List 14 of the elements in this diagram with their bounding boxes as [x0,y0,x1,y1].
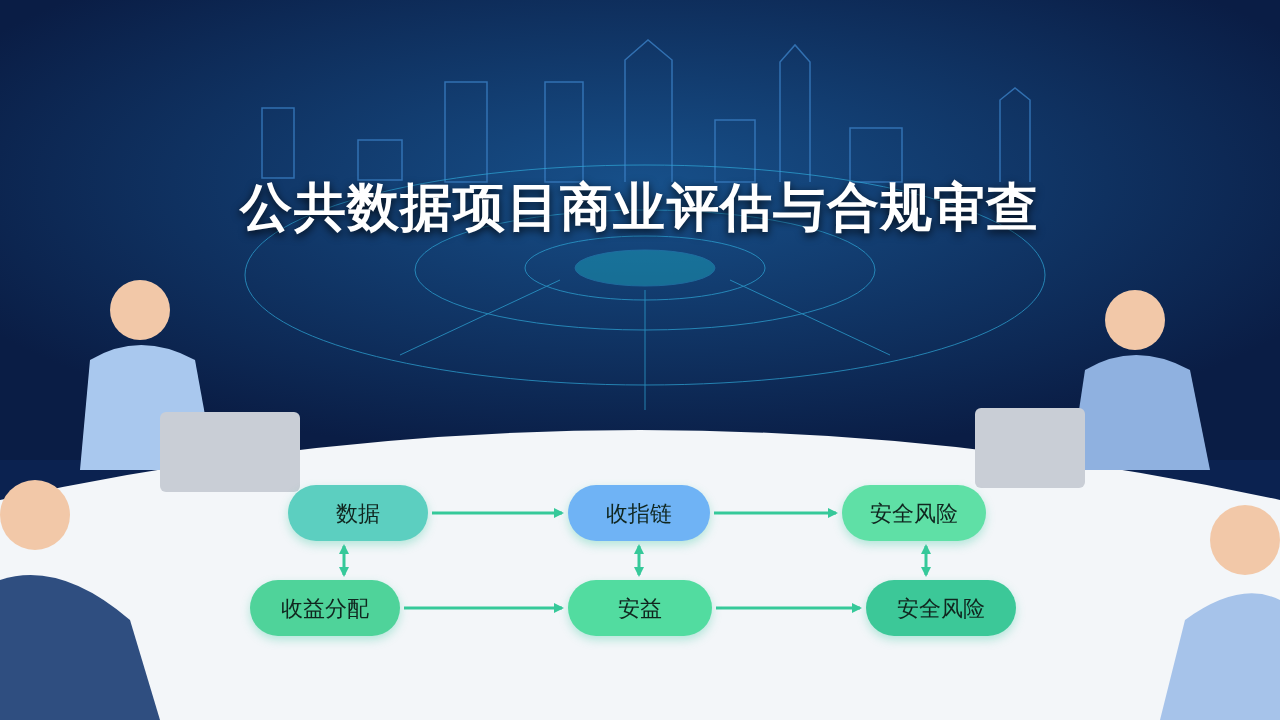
process-pill: 数据 [288,485,428,541]
arrow [339,544,349,577]
process-pill: 安全风险 [842,485,986,541]
arrow [634,544,644,577]
arrow [432,508,564,518]
arrow [716,603,862,613]
title: 公共数据项目商业评估与合规审查 [238,176,1041,239]
arrow [404,603,564,613]
process-pill: 收指链 [568,485,710,541]
process-pill: 安全风险 [866,580,1016,636]
process-pill: 收益分配 [250,580,400,636]
arrow [921,544,931,577]
arrow [714,508,838,518]
process-pill: 安益 [568,580,712,636]
